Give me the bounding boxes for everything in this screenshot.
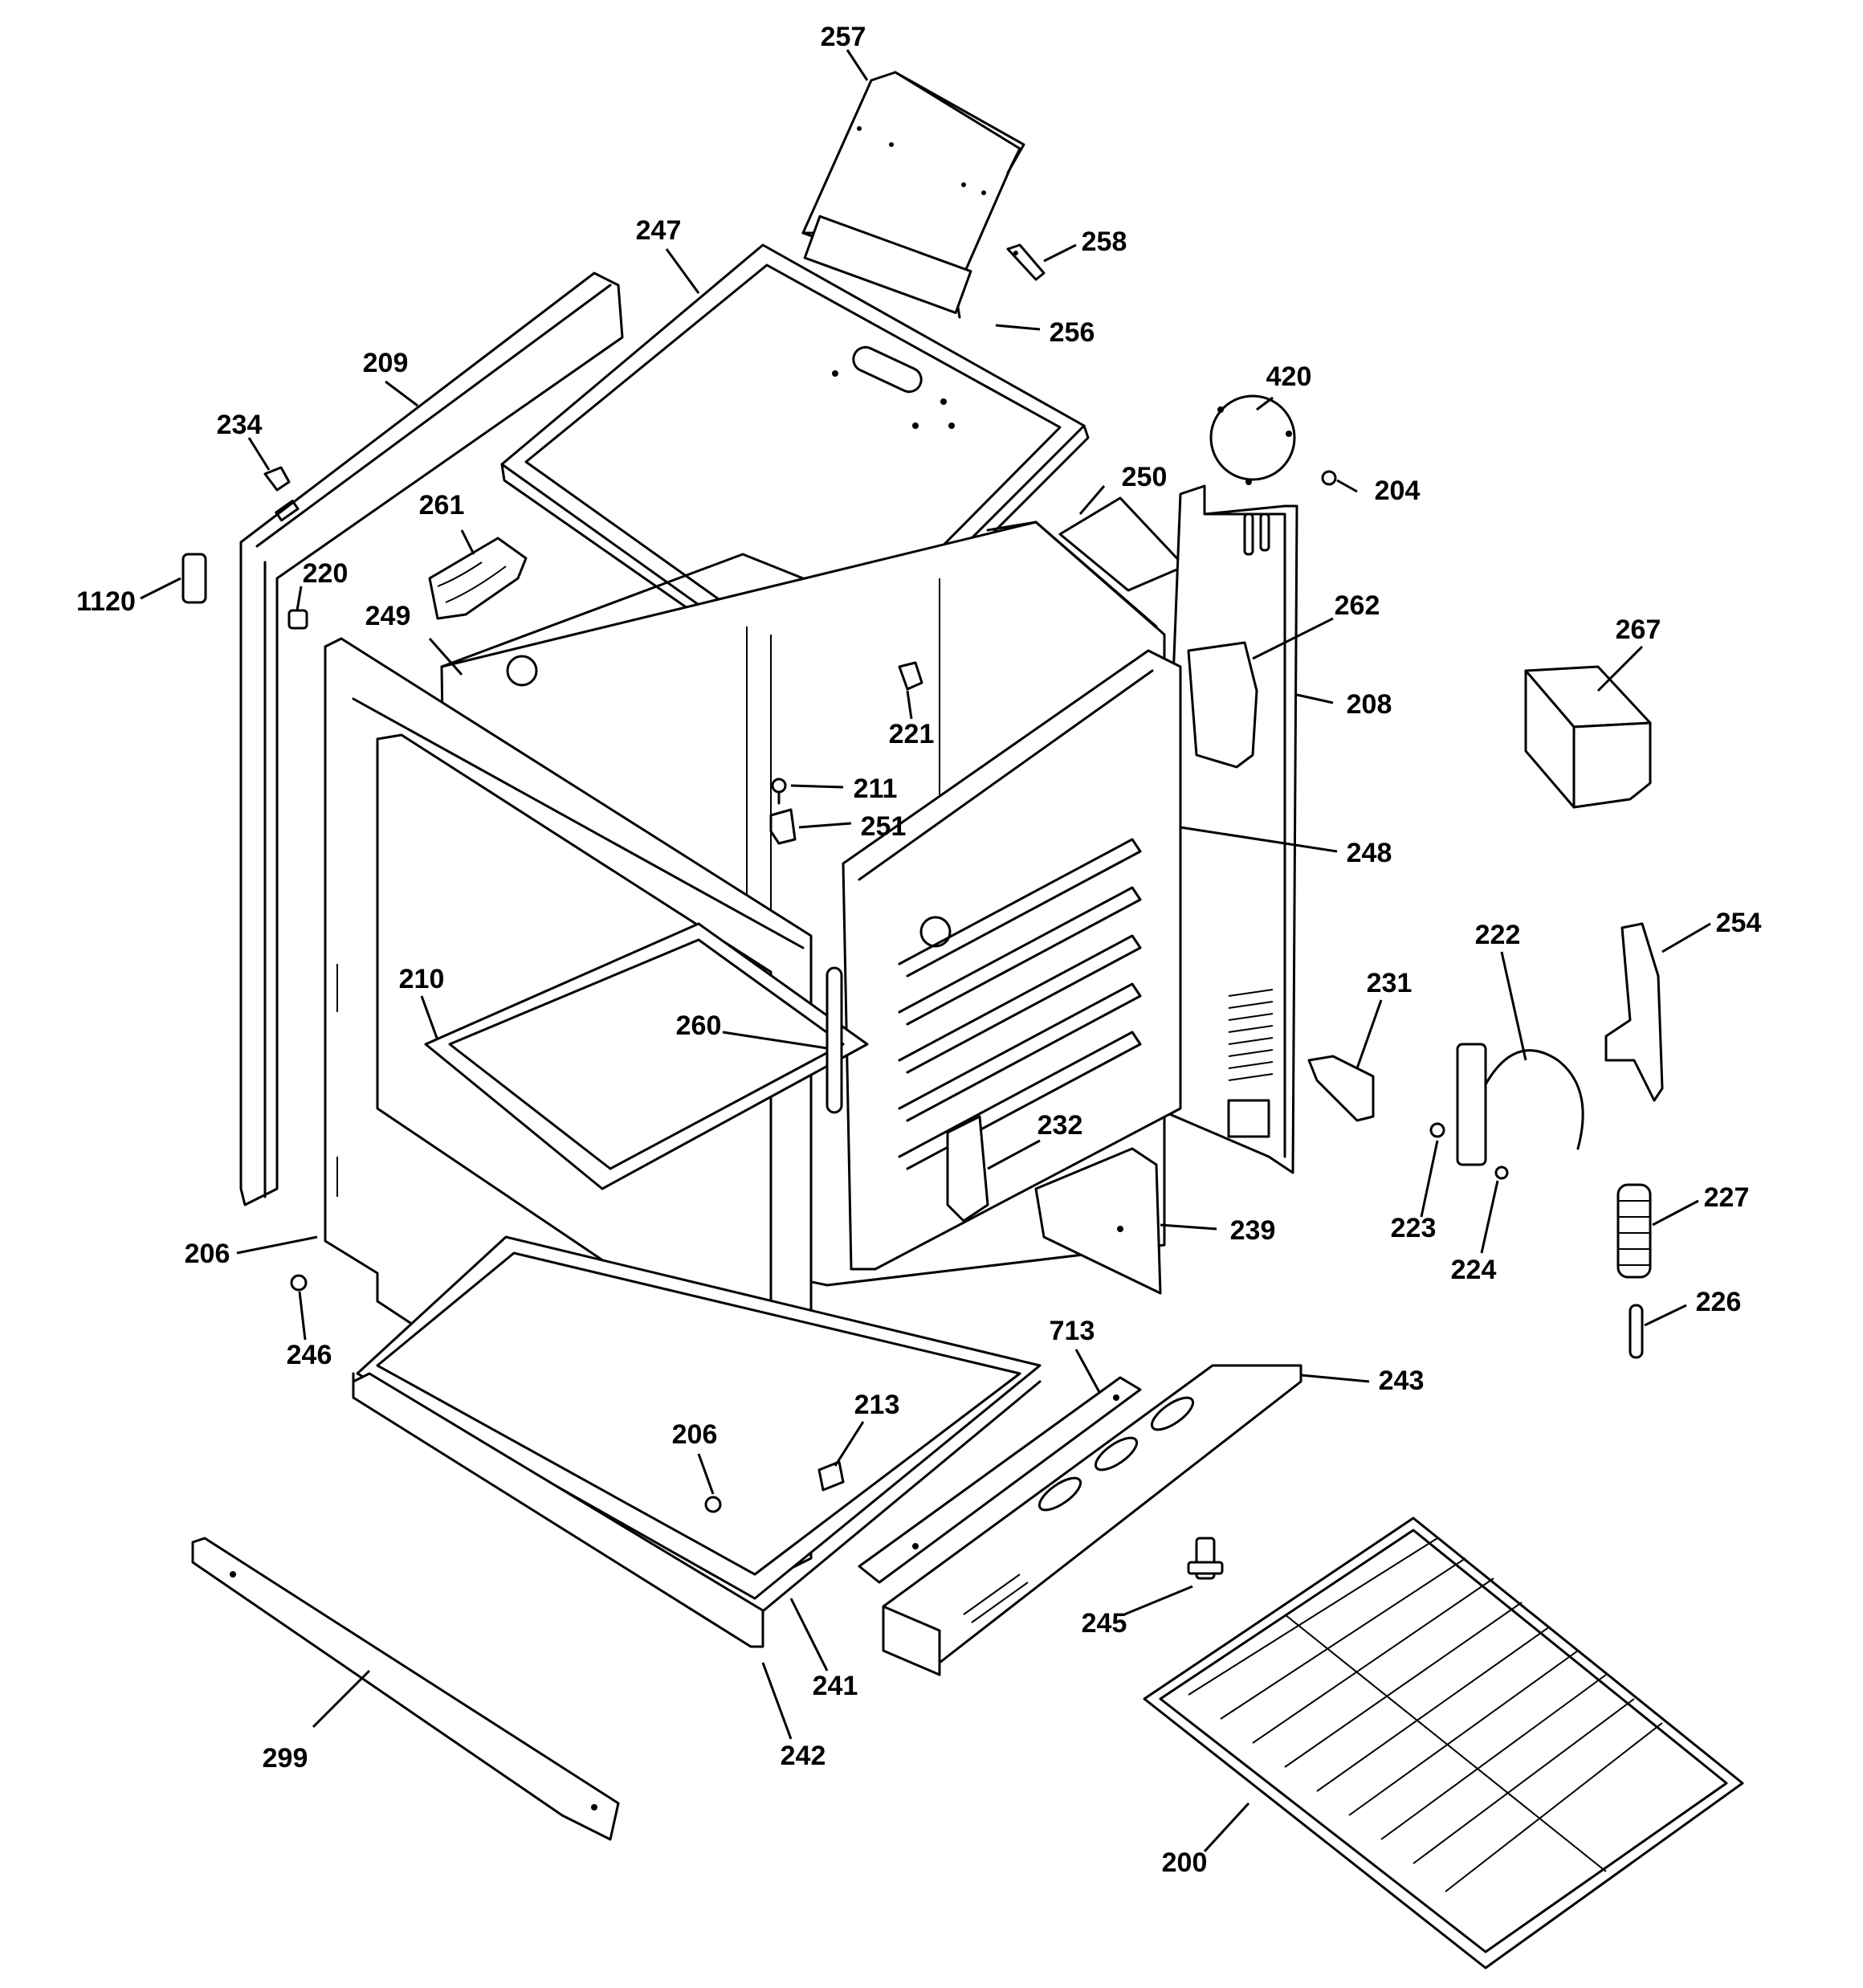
part-257-vent-panel (801, 71, 1025, 319)
part-222-door-hinge (1456, 1043, 1584, 1166)
part-260-strip (826, 966, 843, 1114)
callout-206-lower: 206 (672, 1419, 718, 1450)
callout-223: 223 (1391, 1213, 1437, 1243)
callout-222: 222 (1475, 920, 1521, 950)
part-209-side-trim (239, 271, 624, 1206)
part-1120-block (181, 553, 207, 604)
part-713-bar (858, 1376, 1142, 1584)
callout-245: 245 (1082, 1608, 1127, 1639)
part-204-screw (1321, 470, 1337, 486)
part-261-insulation (428, 537, 528, 620)
part-267-box (1524, 665, 1652, 809)
callout-267: 267 (1616, 614, 1661, 645)
callout-261: 261 (419, 490, 465, 520)
part-242-front-rail (352, 1372, 764, 1648)
callout-239: 239 (1230, 1215, 1276, 1246)
callout-250: 250 (1122, 462, 1168, 492)
part-243-burner-assembly (882, 1364, 1302, 1676)
callout-420: 420 (1266, 361, 1312, 392)
part-223-screw (1429, 1122, 1445, 1138)
callout-243: 243 (1379, 1365, 1425, 1396)
leader-lines (140, 49, 1711, 1853)
callout-262: 262 (1335, 590, 1380, 621)
part-211-screw (771, 778, 787, 805)
part-231-hinge-bracket (1307, 1055, 1375, 1122)
part-248-side-panel (842, 649, 1182, 1271)
part-206-screw (704, 1496, 722, 1513)
part-226-link (1629, 1304, 1644, 1359)
callout-246: 246 (287, 1340, 332, 1370)
callout-labels: 257 247 258 256 209 234 420 261 250 204 … (76, 22, 1761, 1878)
callout-206-upper: 206 (185, 1239, 230, 1269)
callout-226: 226 (1696, 1287, 1742, 1317)
callout-211: 211 (854, 774, 898, 804)
callout-248: 248 (1347, 838, 1392, 868)
part-246-screw (290, 1274, 308, 1292)
callout-221: 221 (889, 719, 935, 749)
callout-204: 204 (1375, 476, 1421, 506)
callout-299: 299 (263, 1743, 308, 1774)
part-213-clip (817, 1460, 845, 1492)
callout-231: 231 (1367, 968, 1413, 998)
part-251-bracket (769, 808, 797, 845)
callout-209: 209 (363, 348, 409, 378)
part-221-clip (898, 661, 923, 691)
part-420-gasket (1209, 394, 1296, 485)
part-299-kick-rail (191, 1537, 620, 1841)
callout-249: 249 (365, 601, 411, 631)
callout-213: 213 (854, 1390, 900, 1420)
part-245-leveling-leg (1187, 1537, 1224, 1580)
callout-234: 234 (217, 410, 263, 440)
part-210-oven-floor (424, 922, 869, 1190)
part-227-spring (1616, 1183, 1652, 1279)
part-254-hinge-receiver (1604, 922, 1664, 1102)
callout-208: 208 (1347, 689, 1392, 720)
callout-258: 258 (1082, 227, 1127, 257)
callout-232: 232 (1037, 1110, 1083, 1141)
callout-200: 200 (1162, 1847, 1208, 1878)
callout-1120: 1120 (76, 586, 136, 617)
callout-260: 260 (676, 1010, 722, 1041)
callout-256: 256 (1050, 317, 1095, 348)
part-239-bracket (1034, 1147, 1162, 1295)
part-220-clip (287, 609, 308, 630)
callout-257: 257 (821, 22, 866, 52)
callout-210: 210 (399, 964, 445, 994)
part-200-oven-rack (1143, 1517, 1744, 1970)
part-232-bracket (946, 1115, 989, 1223)
callout-224: 224 (1451, 1255, 1497, 1285)
callout-713: 713 (1050, 1316, 1095, 1346)
part-262-insulation (1187, 641, 1258, 769)
callout-241: 241 (813, 1671, 858, 1701)
part-234-clip (263, 466, 291, 492)
part-258-bracket (1006, 243, 1046, 281)
callout-220: 220 (303, 558, 349, 589)
callout-251: 251 (861, 811, 907, 842)
part-224-screw (1494, 1165, 1509, 1180)
callout-254: 254 (1716, 908, 1762, 938)
callout-247: 247 (636, 215, 682, 246)
callout-227: 227 (1704, 1182, 1750, 1213)
callout-242: 242 (781, 1741, 826, 1771)
